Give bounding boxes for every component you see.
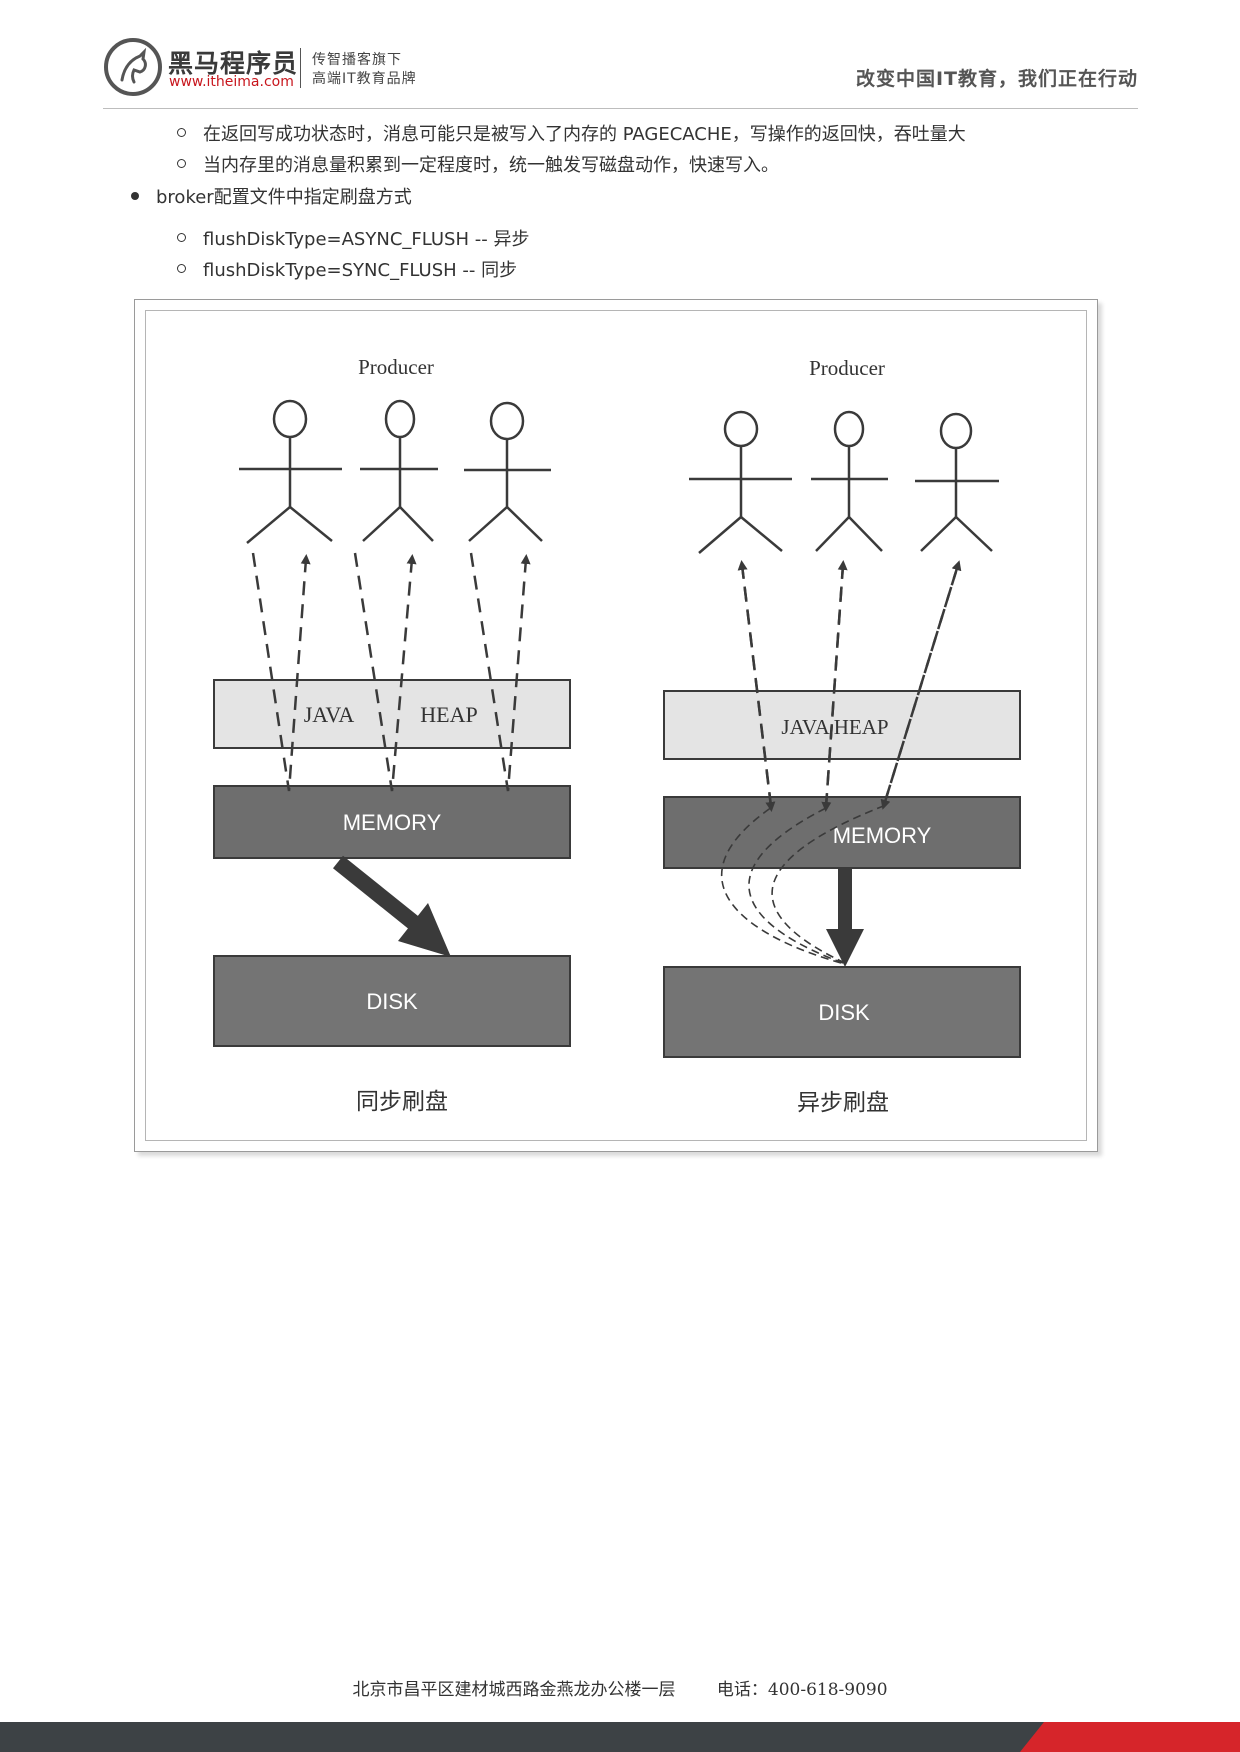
producer-figure-icon (464, 401, 551, 542)
right-async-curves (721, 804, 887, 964)
list-item: 在返回写成功状态时，消息可能只是被写入了内存的 PAGECACHE，写操作的返回… (203, 124, 966, 145)
footer-address: 北京市昌平区建材城西路金燕龙办公楼一层 (352, 1680, 676, 1700)
list-item: flushDiskType=SYNC_FLUSH -- 同步 (203, 260, 518, 281)
brand-separator (300, 48, 301, 88)
left-heap-label-1: JAVA (304, 702, 355, 727)
horse-logo-icon (104, 38, 162, 96)
header-slogan: 改变中国IT教育，我们正在行动 (855, 68, 1138, 90)
brand-subtitle-2: 高端IT教育品牌 (312, 71, 417, 87)
right-flush-arrow-icon (826, 868, 864, 967)
brand-url[interactable]: www.itheima.com (169, 74, 294, 90)
page-footer: 北京市昌平区建材城西路金燕龙办公楼一层 电话：400-618-9090 (0, 1675, 1240, 1700)
bullet-icon (131, 192, 139, 200)
right-java-heap-box (663, 690, 1021, 760)
producer-figure-icon (915, 412, 999, 552)
header-divider (103, 108, 1138, 109)
sub-bullet-icon (177, 233, 186, 242)
left-java-heap-box (213, 679, 571, 749)
diagram-frame: Producer (145, 310, 1087, 1141)
left-memory-label: MEMORY (343, 810, 442, 835)
right-producer-label: Producer (809, 356, 885, 380)
left-caption: 同步刷盘 (356, 1089, 448, 1115)
left-memory-box (213, 785, 571, 859)
producer-figure-icon (689, 410, 792, 554)
left-heap-label-2: HEAP (420, 702, 477, 727)
left-disk-box (213, 955, 571, 1047)
sub-bullet-icon (177, 159, 186, 168)
footer-phone: 电话：400-618-9090 (716, 1680, 888, 1700)
left-disk-label: DISK (366, 989, 418, 1014)
left-flush-arrow-icon (332, 855, 451, 957)
footer-accent (1020, 1722, 1240, 1752)
right-disk-label: DISK (818, 1000, 870, 1025)
diagram-svg: Producer (213, 355, 1021, 1116)
list-item: flushDiskType=ASYNC_FLUSH -- 异步 (203, 229, 530, 250)
producer-figure-icon (239, 399, 342, 544)
sub-bullet-icon (177, 264, 186, 273)
flush-disk-diagram: Producer (134, 299, 1098, 1152)
page-header: 黑马程序员 www.itheima.com 传智播客旗下 高端IT教育品牌 改变… (0, 0, 1240, 110)
right-disk-box (663, 966, 1021, 1058)
left-dashed-arrows (251, 552, 531, 792)
right-heap-label: JAVA HEAP (781, 715, 888, 739)
list-item: 当内存里的消息量积累到一定程度时，统一触发写磁盘动作，快速写入。 (203, 155, 779, 176)
sub-bullet-icon (177, 128, 186, 137)
producer-figure-icon (360, 399, 438, 542)
brand-subtitle-1: 传智播客旗下 (312, 52, 402, 68)
producer-figure-icon (811, 410, 888, 552)
brand-name: 黑马程序员 (168, 49, 299, 78)
right-memory-label: MEMORY (833, 823, 932, 848)
left-producer-label: Producer (358, 355, 434, 379)
list-item: broker配置文件中指定刷盘方式 (156, 187, 412, 208)
right-dashed-arrows (737, 560, 962, 812)
right-memory-box (663, 796, 1021, 869)
right-caption: 异步刷盘 (797, 1090, 889, 1116)
